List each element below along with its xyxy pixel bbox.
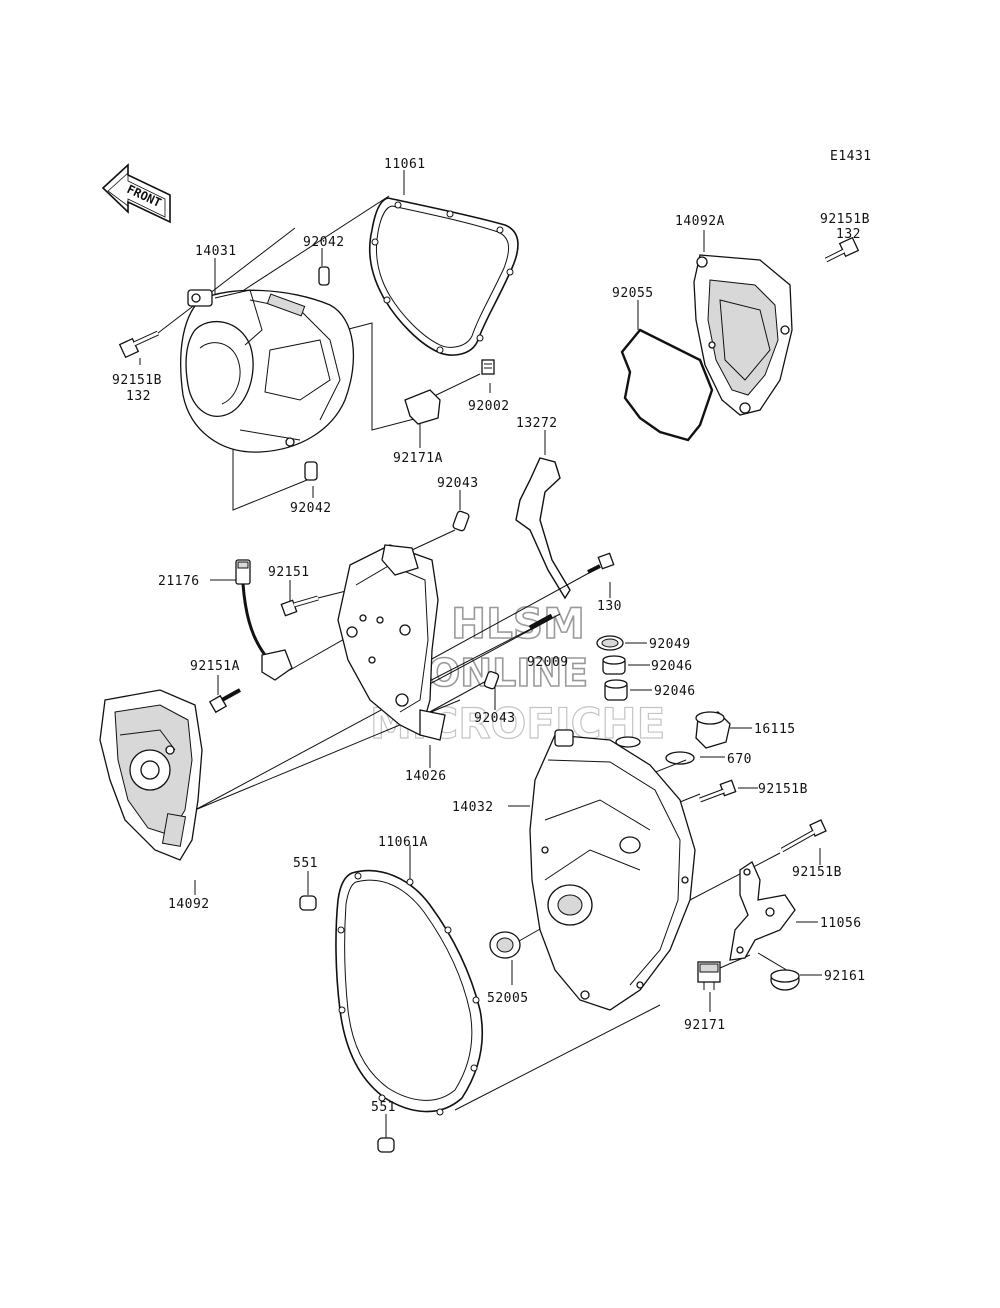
label-92161: 92161 bbox=[824, 969, 866, 984]
cover-14026 bbox=[337, 544, 446, 741]
label-92042-top: 92042 bbox=[303, 235, 345, 250]
diagram-code: E1431 bbox=[830, 149, 872, 164]
leader-lines bbox=[139, 170, 851, 1138]
bolt-130 bbox=[587, 552, 615, 574]
gasket-92055 bbox=[620, 328, 714, 442]
sensor-21176 bbox=[235, 559, 293, 681]
part-labels: 11061 14092A 92151B 132 14031 92042 9205… bbox=[112, 157, 870, 1115]
label-92151: 92151 bbox=[268, 565, 310, 580]
label-92042-bottom: 92042 bbox=[290, 501, 332, 516]
label-92043-mid: 92043 bbox=[474, 711, 516, 726]
label-92171: 92171 bbox=[684, 1018, 726, 1033]
label-92046-a: 92046 bbox=[651, 659, 693, 674]
bracket-11056 bbox=[729, 861, 796, 961]
label-14032: 14032 bbox=[452, 800, 494, 815]
bolt-92151B-right-1 bbox=[699, 779, 737, 803]
label-92009: 92009 bbox=[527, 655, 569, 670]
label-92043-top: 92043 bbox=[437, 476, 479, 491]
label-14092A: 14092A bbox=[675, 214, 725, 229]
bolt-92151A bbox=[208, 688, 241, 714]
cover-14032 bbox=[529, 729, 696, 1011]
clamp-92171A bbox=[404, 389, 441, 425]
gasket-13272 bbox=[515, 457, 571, 600]
gasket-11061A bbox=[335, 869, 483, 1113]
label-13272: 13272 bbox=[516, 416, 558, 431]
bolt-92002 bbox=[481, 359, 495, 375]
label-92049: 92049 bbox=[649, 637, 691, 652]
label-21176: 21176 bbox=[158, 574, 200, 589]
label-92151B-r1: 92151B bbox=[758, 782, 808, 797]
dowel-551-bottom bbox=[377, 1137, 395, 1153]
label-670: 670 bbox=[727, 752, 752, 767]
label-92002: 92002 bbox=[468, 399, 510, 414]
cap-16115 bbox=[695, 711, 731, 749]
label-92046-b: 92046 bbox=[654, 684, 696, 699]
clamp-92171 bbox=[697, 961, 721, 990]
dowel-92042-top bbox=[318, 266, 330, 286]
label-14031: 14031 bbox=[195, 244, 237, 259]
label-14026: 14026 bbox=[405, 769, 447, 784]
label-52005: 52005 bbox=[487, 991, 529, 1006]
label-92171A: 92171A bbox=[393, 451, 443, 466]
oring-670 bbox=[665, 751, 695, 765]
gasket-11061 bbox=[368, 197, 519, 356]
label-132-left: 132 bbox=[126, 389, 151, 404]
label-11061A: 11061A bbox=[378, 835, 428, 850]
label-551-bottom: 551 bbox=[371, 1100, 396, 1115]
label-92151B-r2: 92151B bbox=[792, 865, 842, 880]
stud-92009 bbox=[528, 613, 554, 631]
damper-92161 bbox=[770, 969, 800, 991]
bolt-92151B-right-2 bbox=[780, 819, 827, 853]
label-132-top: 132 bbox=[836, 227, 861, 242]
label-16115: 16115 bbox=[754, 722, 796, 737]
dowel-92042-bottom bbox=[304, 461, 318, 481]
dowel-551-top bbox=[299, 895, 317, 911]
bolt-92151 bbox=[280, 595, 319, 617]
dowel-92043-top bbox=[452, 510, 470, 532]
bearing-92046-a bbox=[602, 655, 626, 675]
dowel-92043-mid bbox=[483, 670, 500, 690]
watermark-line1: HLSM bbox=[451, 599, 585, 648]
bolt-92151B-left bbox=[118, 330, 160, 359]
label-11061: 11061 bbox=[384, 157, 426, 172]
cover-14031 bbox=[180, 289, 355, 453]
label-551-top: 551 bbox=[293, 856, 318, 871]
label-92151B-top: 92151B bbox=[820, 212, 870, 227]
bolt-92151B-top bbox=[824, 236, 860, 263]
grommet-52005 bbox=[489, 931, 521, 959]
label-92151B-left: 92151B bbox=[112, 373, 162, 388]
label-11056: 11056 bbox=[820, 916, 862, 931]
seal-92049 bbox=[596, 635, 624, 651]
front-arrow-icon: FRONT bbox=[101, 163, 171, 224]
cover-14092A bbox=[693, 254, 793, 416]
label-92055: 92055 bbox=[612, 286, 654, 301]
bearing-92046-b bbox=[604, 679, 628, 701]
cover-14092 bbox=[99, 689, 203, 861]
label-130: 130 bbox=[597, 599, 622, 614]
watermark-line2: ONLINE bbox=[428, 651, 588, 695]
label-92151A: 92151A bbox=[190, 659, 240, 674]
label-14092: 14092 bbox=[168, 897, 210, 912]
